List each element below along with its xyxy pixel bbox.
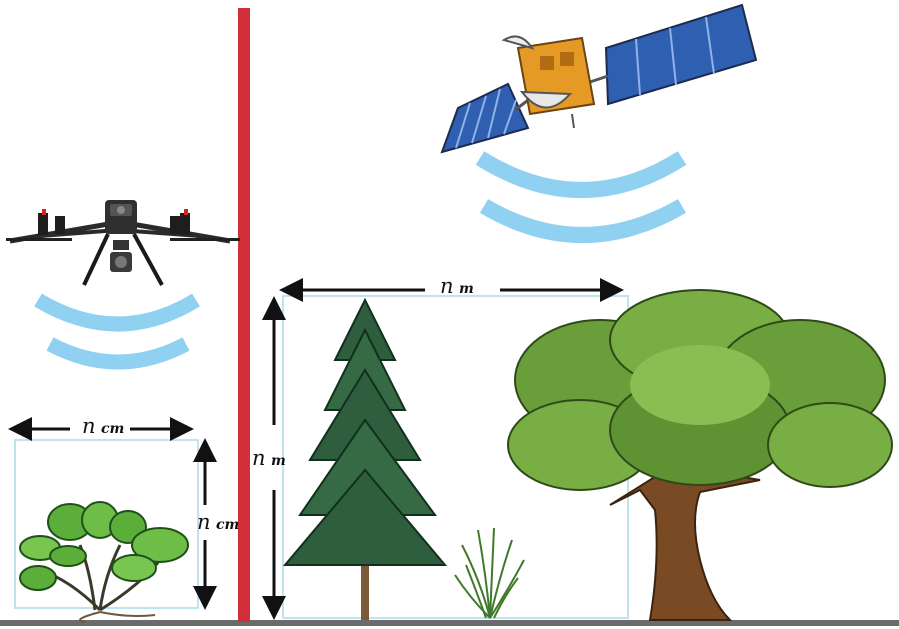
drone-icon [6, 200, 240, 286]
canopy-width-unit: m [458, 281, 474, 297]
scale-divider [238, 8, 250, 622]
plant-height-unit: cm [215, 517, 240, 533]
drone-signal-wave-lower [46, 337, 190, 370]
plant-width-symbol: n [82, 414, 96, 438]
ground-line [0, 620, 899, 626]
strawberry-plant-icon [19, 501, 189, 623]
conifer-tree-icon [282, 297, 448, 620]
plant-frame [14, 439, 199, 609]
plant-height-symbol: n [197, 510, 211, 534]
plant-height-label: n cm [197, 512, 239, 533]
canopy-width-label: n m [440, 276, 474, 297]
canopy-height-label: n m [252, 448, 286, 469]
canopy-width-symbol: n [440, 274, 454, 298]
plant-width-label: n cm [82, 416, 124, 437]
satellite-icon [440, 3, 758, 154]
plant-width-unit: cm [100, 421, 125, 437]
satellite-signal-wave-lower [479, 199, 687, 243]
canopy-height-symbol: n [252, 446, 266, 470]
canopy-height-unit: m [270, 453, 286, 469]
grass-tuft-icon [454, 527, 525, 619]
oak-tree-icon [507, 289, 893, 621]
satellite-signal-wave-upper [475, 151, 687, 198]
drone-signal-wave-upper [34, 293, 200, 332]
